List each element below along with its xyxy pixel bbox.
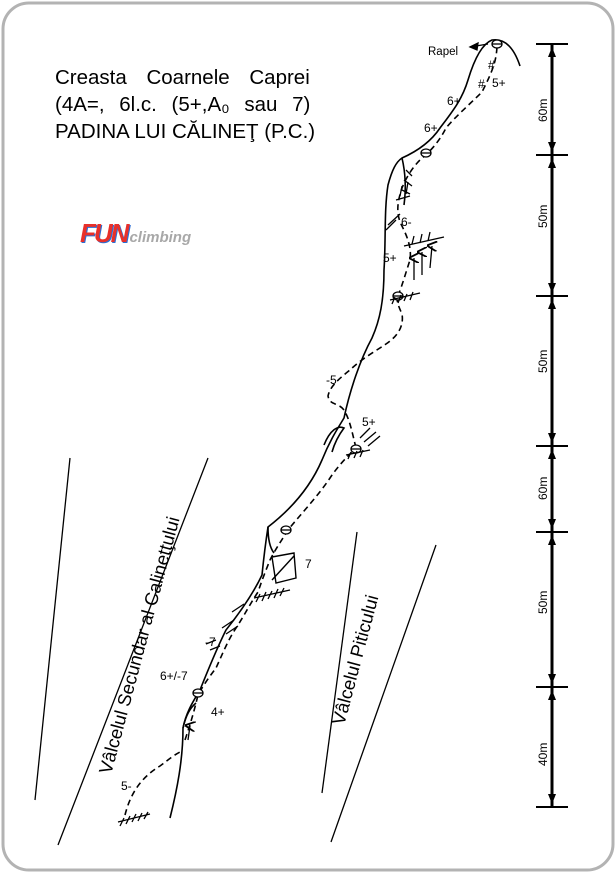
scale-label: 60m: [536, 477, 550, 500]
valley-lines: [34, 457, 437, 846]
crux-box: [271, 552, 297, 584]
piton-marks: [188, 169, 432, 741]
title-line-1: Creasta Coarnele Caprei: [55, 66, 310, 89]
grade-label: -5: [326, 373, 337, 387]
grade-label: 6-: [401, 215, 412, 229]
grade-label: 6+: [447, 94, 461, 108]
scale-label: 50m: [536, 350, 550, 373]
grade-label: 4+: [211, 705, 225, 719]
scale-label: 40m: [536, 743, 550, 766]
rock-profile: [169, 39, 521, 819]
grade-label: 5+: [492, 76, 506, 90]
protection-mark: #: [478, 77, 485, 91]
scale-label: 60m: [536, 99, 550, 122]
scale-label: 50m: [536, 591, 550, 614]
scale-labels: 60m 50m 50m 60m 50m 40m: [536, 99, 550, 766]
grade-label: 6+: [424, 121, 438, 135]
scale-label: 50m: [536, 205, 550, 228]
title-line-2: (4A=, 6l.c. (5+,A₀ sau 7): [55, 93, 311, 116]
route-line: [124, 43, 498, 816]
grade-label: -7: [205, 635, 216, 649]
logo-word: climbing: [129, 229, 192, 246]
valley-label-right: Vâlcelul Piticului: [328, 592, 383, 727]
logo-mark: FUN: [80, 218, 129, 248]
protection-mark: #: [488, 58, 495, 72]
rapel-arrow: [468, 41, 489, 51]
route-title: Creasta Coarnele Caprei (4A=, 6l.c. (5+,…: [55, 64, 315, 145]
grade-labels: 5+ 6+ 6+ 6- 5+ -5 5+ 7 -7 6+/-7 4+ 5- # …: [121, 58, 506, 793]
rapel-label: Rapel: [428, 46, 458, 58]
grade-label: 5+: [362, 415, 376, 429]
title-line-3: PADINA LUI CĂLINEŢ (P.C.): [55, 120, 316, 143]
grade-label: 7: [305, 557, 312, 571]
grade-label: 5-: [121, 779, 132, 793]
grade-label: 5+: [383, 251, 397, 265]
ledge-hatches: [117, 181, 445, 827]
valley-label-left: Vâlcelul Secundar al Calinetţului: [95, 514, 184, 776]
height-scale: [536, 43, 568, 808]
grade-label: 6+/-7: [160, 669, 188, 683]
belay-stations: [192, 39, 503, 698]
